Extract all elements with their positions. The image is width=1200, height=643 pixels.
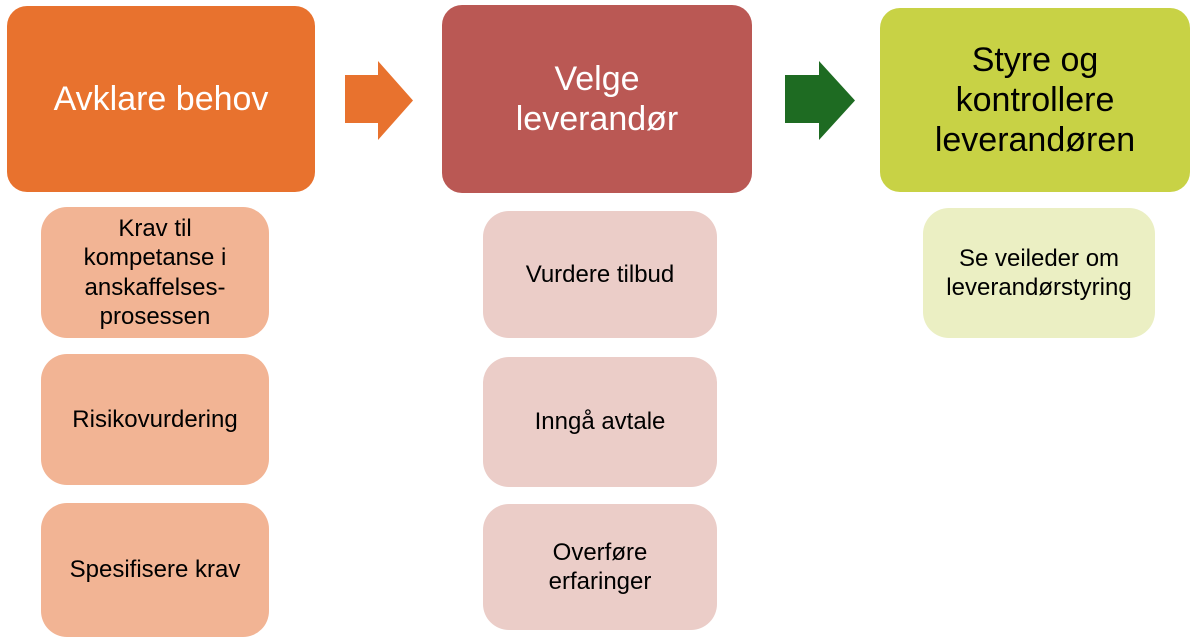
right-arrow-icon	[345, 61, 413, 140]
stage2-item-innga-avtale: Inngå avtale	[483, 357, 717, 487]
stage-header-avklare-behov: Avklare behov	[7, 6, 315, 192]
stage1-item-krav-til-kompetanse: Krav til kompetanse i anskaffelses-prose…	[41, 207, 269, 338]
right-arrow-shape	[345, 61, 413, 140]
right-arrow-icon	[785, 61, 855, 140]
stage1-item-spesifisere-krav: Spesifisere krav	[41, 503, 269, 637]
stage2-item-vurdere-tilbud: Vurdere tilbud	[483, 211, 717, 338]
stage3-item-se-veileder: Se veileder om leverandørstyring	[923, 208, 1155, 338]
stage2-item-overfore-erfaringer: Overføre erfaringer	[483, 504, 717, 630]
stage-header-styre-og-kontrollere: Styre og kontrollere leverandøren	[880, 8, 1190, 192]
stage-header-velge-leverandor: Velge leverandør	[442, 5, 752, 193]
right-arrow-shape	[785, 61, 855, 140]
stage1-item-risikovurdering: Risikovurdering	[41, 354, 269, 485]
